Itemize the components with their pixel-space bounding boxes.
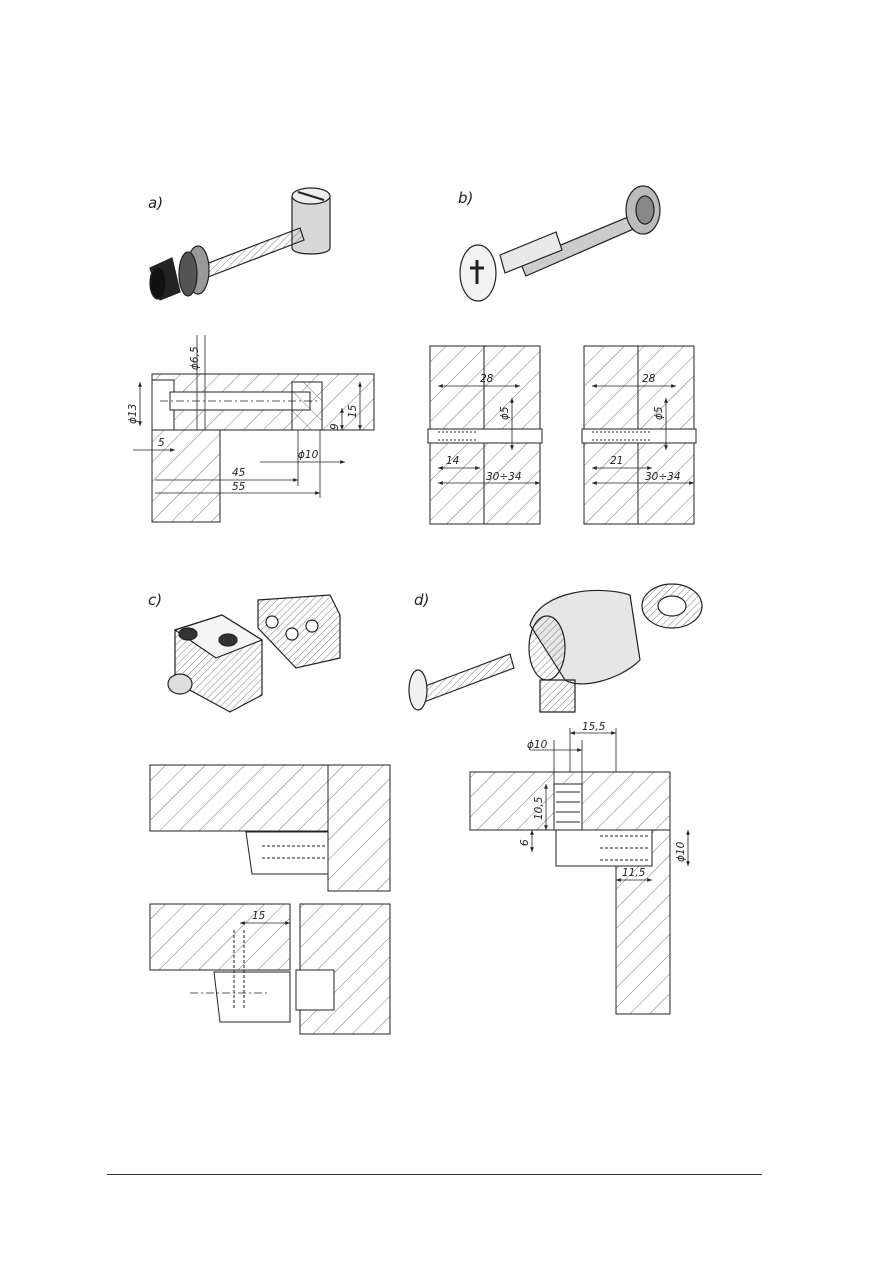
panel-d-section: 15,5 ϕ10 10,5 6 ϕ10 11,5: [469, 721, 690, 1015]
dim-b-left-28: 28: [480, 373, 494, 385]
panel-c-label: c): [148, 591, 162, 609]
dim-b-right-21: 21: [610, 455, 623, 467]
dim-d-15-5: 15,5: [582, 721, 606, 733]
dim-a-phi6-5: ϕ6,5: [189, 346, 201, 370]
panel-c-upper-section: [149, 764, 391, 892]
dim-b-left-30-34: 30÷34: [486, 471, 522, 483]
panel-b-left-section: 28 ϕ5 14 30÷34: [427, 345, 543, 525]
dim-b-right-phi5: ϕ5: [653, 406, 665, 420]
panel-b-right-section: 28 ϕ5 21 30÷34: [581, 345, 697, 525]
dim-d-10-5: 10,5: [533, 796, 545, 820]
panel-b: b) 28 ϕ5 14 30÷34: [427, 185, 697, 525]
panel-a-label: a): [148, 194, 163, 212]
dim-a-15: 15: [347, 404, 359, 418]
dim-b-left-phi5: ϕ5: [499, 406, 511, 420]
footer-rule: [107, 1174, 762, 1175]
dim-b-right-30-34: 30÷34: [645, 471, 681, 483]
panel-a: a): [127, 187, 375, 523]
dim-d-11-5: 11,5: [622, 867, 646, 879]
panel-d-illustration: [408, 583, 703, 713]
panel-a-section: ϕ6,5 ϕ13 5 15 9 ϕ10 45 55: [127, 335, 375, 523]
dim-a-9: 9: [329, 423, 341, 430]
dim-a-phi10: ϕ10: [298, 449, 319, 461]
panel-c-lower-section: 15: [149, 903, 391, 1035]
dim-d-phi10-right: ϕ10: [675, 841, 687, 862]
dim-d-phi10-top: ϕ10: [527, 739, 548, 751]
panel-c: c) 15: [148, 591, 391, 1035]
dim-a-55: 55: [232, 481, 246, 493]
dim-a-45: 45: [232, 467, 246, 479]
panel-a-illustration: [149, 187, 331, 301]
dim-b-right-28: 28: [642, 373, 656, 385]
dim-b-left-14: 14: [446, 455, 459, 467]
dim-a-phi13: ϕ13: [127, 404, 139, 424]
panel-c-illustration: [167, 594, 341, 713]
panel-b-illustration: [459, 185, 661, 302]
panel-d: d): [408, 583, 703, 1015]
panel-b-label: b): [458, 189, 473, 207]
panel-d-label: d): [414, 591, 429, 609]
dim-c-15: 15: [252, 910, 266, 922]
dim-d-6: 6: [519, 839, 531, 846]
dim-a-5: 5: [158, 437, 165, 449]
